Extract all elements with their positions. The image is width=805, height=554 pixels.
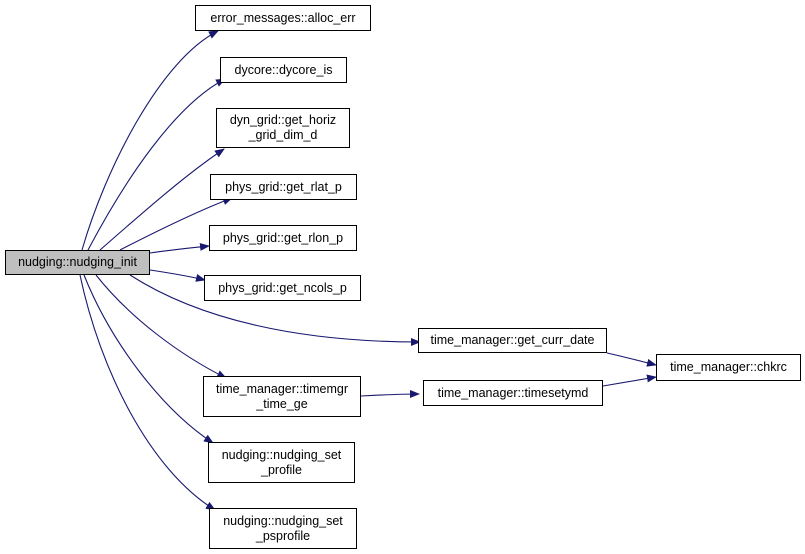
edge-root-to-timemgr-time-ge — [95, 274, 227, 379]
node-nudging-set-profile[interactable]: nudging::nudging_set _profile — [208, 442, 355, 483]
edge-root-to-nudging-set-psprofile — [79, 274, 216, 511]
node-timesetymd[interactable]: time_manager::timesetymd — [423, 380, 603, 406]
node-label: phys_grid::get_rlon_p — [222, 230, 344, 245]
node-label: time_manager::get_curr_date — [430, 333, 595, 347]
edge-timesetymd-to-chkrc — [602, 374, 657, 387]
node-label-line-2: _psprofile — [255, 528, 311, 543]
node-label-line-1: nudging::nudging_set — [221, 447, 342, 462]
node-label-line-1: dyn_grid::get_horiz — [229, 113, 337, 127]
node-label: phys_grid::get_ncols_p — [218, 280, 347, 295]
node-get-rlon-p[interactable]: phys_grid::get_rlon_p — [209, 225, 357, 251]
node-alloc-err[interactable]: error_messages::alloc_err — [195, 5, 371, 31]
node-get-curr-date[interactable]: time_manager::get_curr_date — [418, 328, 607, 353]
node-nudging-set-psprofile[interactable]: nudging::nudging_set _psprofile — [209, 508, 357, 549]
edge-root-to-get-horiz-grid-dim-d — [99, 148, 225, 251]
node-label: phys_grid::get_rlat_p — [225, 179, 342, 194]
edge-timemgr-time-ge-to-timesetymd — [360, 390, 420, 399]
node-label-line-1: time_manager::timemgr — [216, 381, 348, 396]
edge-root-to-get-rlon-p — [149, 242, 210, 254]
node-label: time_manager::chkrc — [670, 360, 787, 374]
node-chkrc[interactable]: time_manager::chkrc — [656, 354, 801, 381]
node-nudging-init: nudging::nudging_init — [5, 250, 150, 275]
edge-root-to-alloc-err — [81, 30, 219, 251]
edge-root-to-get-curr-date — [129, 274, 421, 346]
edge-root-to-get-ncols-p — [149, 269, 206, 282]
edge-root-to-get-rlat-p — [119, 197, 233, 251]
node-label-line-2: _grid_dim_d — [248, 128, 318, 142]
node-timemgr-time-ge[interactable]: time_manager::timemgr _time_ge — [203, 376, 361, 417]
node-label-line-2: _time_ge — [256, 396, 308, 411]
node-dycore-is[interactable]: dycore::dycore_is — [220, 57, 347, 83]
node-label: dycore::dycore_is — [234, 62, 333, 77]
node-get-rlat-p[interactable]: phys_grid::get_rlat_p — [210, 174, 357, 200]
edge-root-to-dycore-is — [87, 78, 226, 251]
node-get-horiz-grid-dim-d[interactable]: dyn_grid::get_horiz _grid_dim_d — [216, 108, 350, 148]
node-get-ncols-p[interactable]: phys_grid::get_ncols_p — [204, 275, 361, 301]
edge-root-to-nudging-set-profile — [83, 274, 214, 444]
node-label: time_manager::timesetymd — [437, 385, 589, 400]
node-label-line-1: nudging::nudging_set — [223, 513, 343, 528]
node-label-line-2: _profile — [261, 462, 302, 477]
node-label: nudging::nudging_init — [18, 255, 137, 269]
edge-get-curr-date-to-chkrc — [606, 352, 657, 367]
node-label: error_messages::alloc_err — [210, 10, 356, 25]
